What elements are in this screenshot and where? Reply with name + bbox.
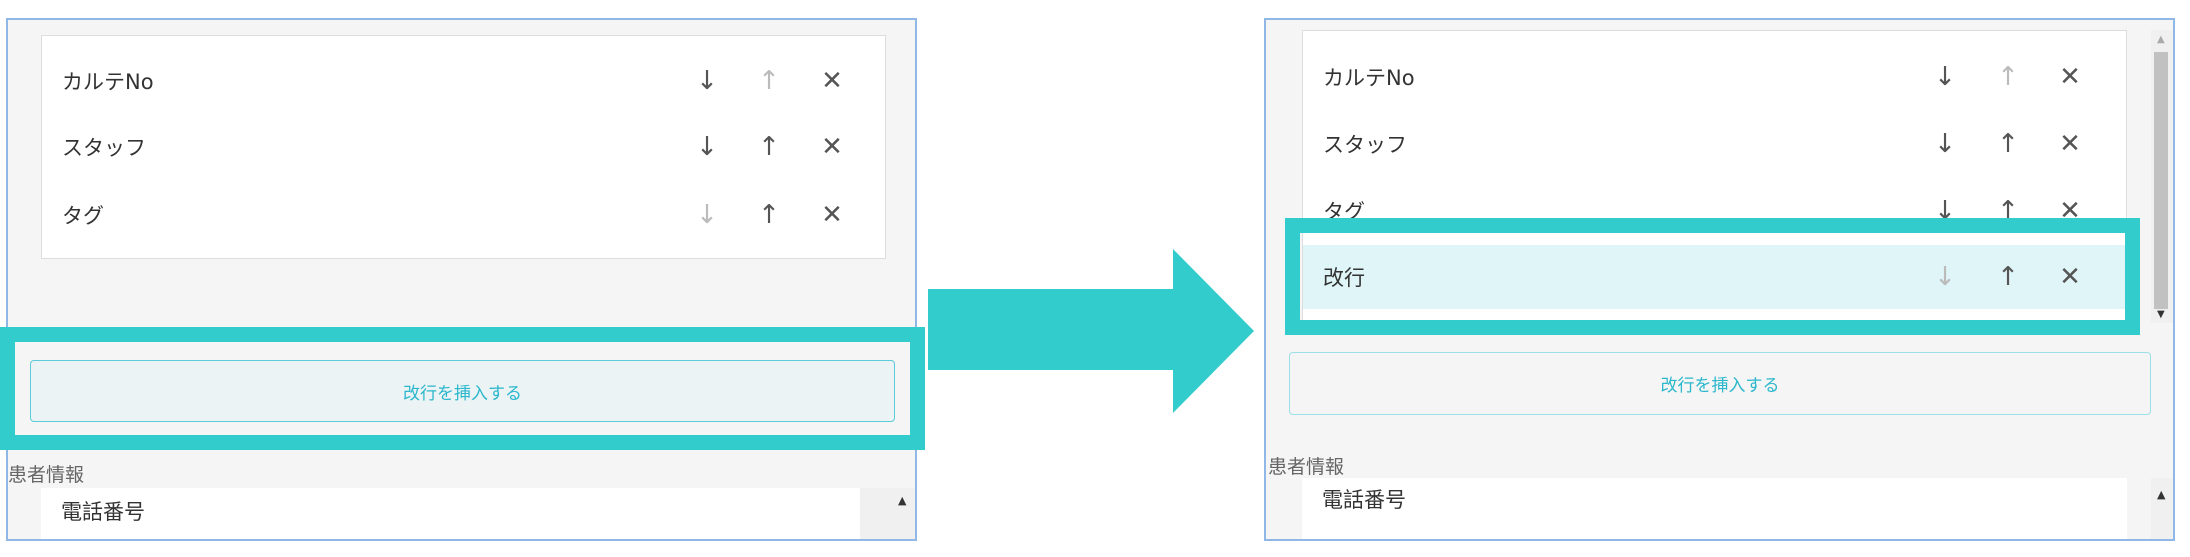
transition-arrow-icon [928, 249, 1254, 413]
item-label: 改行 [1323, 266, 1365, 290]
item-label: カルテNo [1323, 66, 1415, 90]
item-label: 電話番号 [1322, 488, 1406, 512]
patient-info-list: 電話番号 [41, 488, 860, 539]
list-item: カルテNo ↓ ↑ ✕ [1303, 45, 2126, 109]
arrow-up-icon[interactable]: ↑ [1997, 196, 2019, 226]
close-icon[interactable]: ✕ [2059, 129, 2081, 159]
section-title: 患者情報 [1268, 456, 1345, 478]
insert-linebreak-button[interactable]: 改行を挿入する [30, 360, 895, 422]
item-label: 電話番号 [61, 500, 145, 524]
arrow-down-icon: ↓ [1934, 262, 1956, 292]
arrow-down-icon[interactable]: ↓ [1934, 129, 1956, 159]
arrow-down-icon[interactable]: ↓ [696, 132, 718, 162]
item-label: スタッフ [62, 136, 146, 160]
scroll-up-icon[interactable]: ▲ [2157, 488, 2166, 501]
before-panel: カルテNo ↓ ↑ ✕ スタッフ ↓ ↑ ✕ タグ ↓ ↑ ✕ 改行を挿入する … [6, 18, 917, 541]
close-icon[interactable]: ✕ [2059, 262, 2081, 292]
after-panel: カルテNo ↓ ↑ ✕ スタッフ ↓ ↑ ✕ タグ ↓ ↑ ✕ 改行 ↓ ↑ ✕… [1264, 18, 2175, 541]
highlight-box [1285, 218, 2140, 335]
list-item: タグ ↓ ↑ ✕ [42, 183, 885, 247]
item-label: カルテNo [62, 70, 154, 94]
arrow-down-icon[interactable]: ↓ [1934, 62, 1956, 92]
scrollbar[interactable]: ▲ [860, 488, 915, 539]
arrow-down-icon[interactable]: ↓ [696, 66, 718, 96]
item-label: タグ [62, 204, 104, 228]
arrow-up-icon[interactable]: ↑ [758, 132, 780, 162]
close-icon[interactable]: ✕ [2059, 196, 2081, 226]
list-item: カルテNo ↓ ↑ ✕ [42, 49, 885, 113]
arrow-up-icon[interactable]: ↑ [1997, 262, 2019, 292]
close-icon[interactable]: ✕ [821, 66, 843, 96]
scrollbar[interactable]: ▲ [2151, 478, 2173, 539]
list-item: スタッフ ↓ ↑ ✕ [42, 115, 885, 179]
field-list: カルテNo ↓ ↑ ✕ スタッフ ↓ ↑ ✕ タグ ↓ ↑ ✕ 改行 ↓ ↑ ✕ [1302, 30, 2127, 323]
list-item-new-linebreak: 改行 ↓ ↑ ✕ [1303, 245, 2126, 309]
arrow-up-icon: ↑ [758, 66, 780, 96]
arrow-down-icon[interactable]: ↓ [1934, 196, 1956, 226]
scrollbar-thumb[interactable] [2154, 52, 2168, 309]
close-icon[interactable]: ✕ [821, 132, 843, 162]
arrow-up-icon[interactable]: ↑ [758, 200, 780, 230]
item-label: スタッフ [1323, 133, 1407, 157]
scrollbar[interactable]: ▲ ▼ [2151, 30, 2173, 323]
scroll-up-icon[interactable]: ▲ [898, 494, 907, 507]
highlight-box [0, 327, 925, 450]
scroll-up-icon[interactable]: ▲ [2157, 34, 2165, 45]
section-title: 患者情報 [8, 464, 85, 486]
field-list: カルテNo ↓ ↑ ✕ スタッフ ↓ ↑ ✕ タグ ↓ ↑ ✕ [41, 35, 886, 259]
arrow-down-icon: ↓ [696, 200, 718, 230]
list-item: スタッフ ↓ ↑ ✕ [1303, 112, 2126, 176]
scroll-down-icon[interactable]: ▼ [2157, 309, 2165, 320]
close-icon[interactable]: ✕ [821, 200, 843, 230]
patient-info-list: 電話番号 [1302, 478, 2127, 539]
close-icon[interactable]: ✕ [2059, 62, 2081, 92]
arrow-up-icon: ↑ [1997, 62, 2019, 92]
insert-linebreak-button[interactable]: 改行を挿入する [1289, 352, 2151, 415]
arrow-up-icon[interactable]: ↑ [1997, 129, 2019, 159]
